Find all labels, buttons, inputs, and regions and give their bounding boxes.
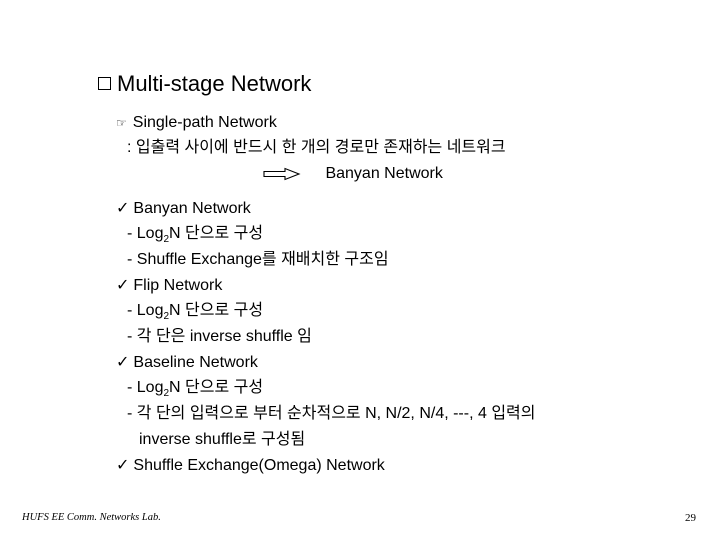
item-line: - Log2N 단으로 구성 — [127, 301, 264, 323]
item-heading-text: Baseline Network — [133, 354, 258, 371]
line-prefix: - Log — [127, 302, 164, 319]
slide-title: Multi-stage Network — [98, 70, 311, 98]
item-line: - Log2N 단으로 구성 — [127, 378, 264, 400]
line-suffix: N 단으로 구성 — [169, 302, 264, 319]
single-path-heading-text: Single-path Network — [132, 114, 277, 131]
item-line: - Log2N 단으로 구성 — [127, 224, 264, 246]
item-line: - Shuffle Exchange를 재배치한 구조임 — [127, 251, 389, 268]
item-flip-heading: ✓Flip Network — [116, 276, 222, 296]
item-line: inverse shuffle로 구성됨 — [139, 431, 306, 448]
line-prefix: - Log — [127, 225, 164, 242]
item-heading-text: Flip Network — [133, 277, 223, 294]
item-banyan-heading: ✓Banyan Network — [116, 199, 251, 219]
single-path-description: : 입출력 사이에 반드시 한 개의 경로만 존재하는 네트워크 — [127, 139, 506, 156]
square-bullet-icon — [98, 77, 111, 90]
item-line: - 각 단은 inverse shuffle 임 — [127, 328, 312, 345]
slide-title-text: Multi-stage Network — [117, 71, 312, 96]
line-suffix: N 단으로 구성 — [169, 225, 264, 242]
single-path-heading: ☞ Single-path Network — [116, 113, 277, 133]
item-baseline-heading: ✓Baseline Network — [116, 353, 258, 373]
right-arrow-icon — [263, 167, 301, 181]
single-path-result: Banyan Network — [263, 164, 443, 184]
item-omega-heading: ✓Shuffle Exchange(Omega) Network — [116, 456, 385, 476]
subscript: 2 — [163, 311, 170, 323]
subscript: 2 — [163, 234, 170, 246]
page-number: 29 — [685, 512, 696, 524]
result-text: Banyan Network — [325, 165, 443, 182]
item-line: - 각 단의 입력으로 부터 순차적으로 N, N/2, N/4, ---, 4… — [127, 405, 536, 422]
item-heading-text: Banyan Network — [133, 200, 251, 217]
checkmark-icon: ✓ — [116, 200, 130, 217]
footer-lab-name: HUFS EE Comm. Networks Lab. — [22, 512, 161, 523]
item-heading-text: Shuffle Exchange(Omega) Network — [133, 457, 385, 474]
checkmark-icon: ✓ — [116, 277, 130, 294]
checkmark-icon: ✓ — [116, 354, 130, 371]
line-suffix: N 단으로 구성 — [169, 379, 264, 396]
pointing-hand-icon: ☞ — [116, 116, 127, 130]
subscript: 2 — [163, 388, 170, 400]
checkmark-icon: ✓ — [116, 457, 130, 474]
line-prefix: - Log — [127, 379, 164, 396]
